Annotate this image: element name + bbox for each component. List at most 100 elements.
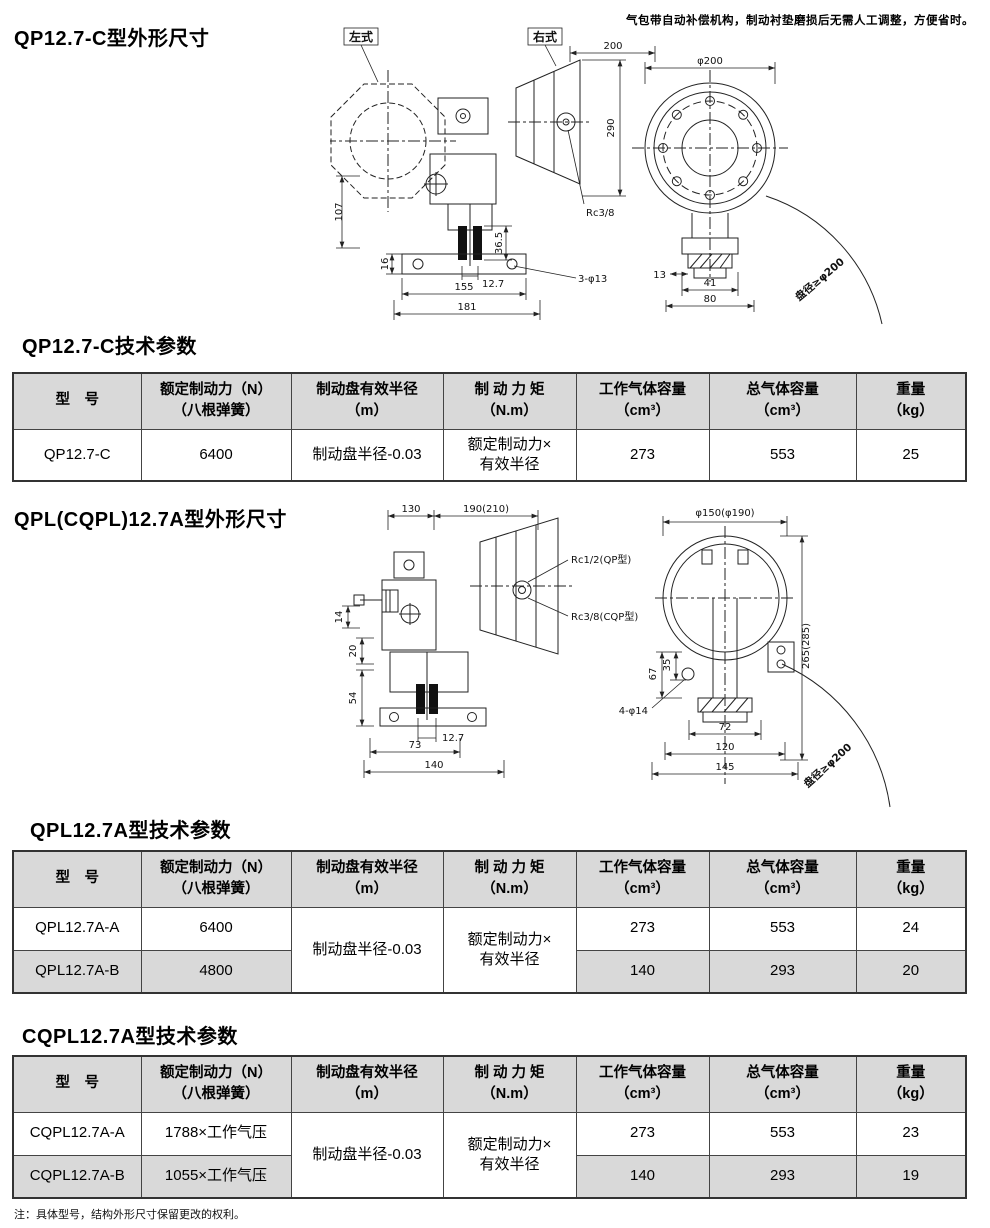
header-model: 型 号 bbox=[12, 372, 142, 430]
drawing-qpl127a: 130 190(210) Rc1/2(QP型) Rc3/8(CQP型) 14 2… bbox=[330, 502, 990, 814]
qpl127a-front-view-geometry bbox=[655, 526, 891, 808]
dim-130-label: 130 bbox=[401, 504, 420, 515]
header-torque: 制 动 力 矩（N.m） bbox=[442, 1055, 577, 1113]
header-model: 型 号 bbox=[12, 850, 142, 908]
header-weight: 重量（kg） bbox=[855, 1055, 967, 1113]
dim-140-label: 140 bbox=[424, 760, 443, 771]
cell-model: QPL12.7A-B bbox=[12, 949, 142, 994]
qp127c-dimension-lines bbox=[336, 27, 776, 320]
dim-145-label: 145 bbox=[715, 762, 734, 773]
cell-force: 1055×工作气压 bbox=[140, 1154, 292, 1199]
port-rc38-label: Rc3/8 bbox=[586, 208, 615, 219]
table2-header-row: 型 号 额定制动力（N）（八根弹簧） 制动盘有效半径（m） 制 动 力 矩（N.… bbox=[12, 850, 967, 908]
dim-dia200-label: φ200 bbox=[697, 56, 723, 67]
dim-72-label: 72 bbox=[719, 722, 732, 733]
footer-note: 注：具体型号，结构外形尺寸保留更改的权利。 bbox=[14, 1209, 245, 1221]
cell-weight: 23 bbox=[855, 1111, 967, 1156]
dim-20-label: 20 bbox=[348, 645, 359, 658]
dim-14-label: 14 bbox=[334, 611, 345, 624]
cell-total-volume: 553 bbox=[708, 1111, 857, 1156]
qpl127a-side-view-geometry bbox=[353, 551, 487, 727]
cell-working-volume: 273 bbox=[575, 428, 710, 482]
dim-dia150-label: φ150(φ190) bbox=[695, 508, 754, 519]
disc-diameter-note: 盘径≥φ200 bbox=[801, 741, 854, 791]
right-form-label: 右式 bbox=[532, 29, 557, 44]
dim-16-label: 16 bbox=[380, 258, 391, 271]
port-rc38-cqp-label: Rc3/8(CQP型) bbox=[571, 610, 638, 623]
header-braking-force: 额定制动力（N）（八根弹簧） bbox=[140, 372, 292, 430]
left-form-label: 左式 bbox=[348, 29, 373, 44]
header-working-volume: 工作气体容量（cm³） bbox=[575, 1055, 710, 1113]
qpl127a-drawing-svg: 130 190(210) Rc1/2(QP型) Rc3/8(CQP型) 14 2… bbox=[334, 504, 891, 808]
header-disc-radius: 制动盘有效半径（m） bbox=[290, 372, 444, 430]
qpl127a-cone-geometry bbox=[470, 517, 575, 655]
dim-67-label: 67 bbox=[648, 668, 659, 681]
header-torque: 制 动 力 矩（N.m） bbox=[442, 850, 577, 908]
cell-model: CQPL12.7A-A bbox=[12, 1111, 142, 1156]
section-title-cqpl127a-specs: CQPL12.7A型技术参数 bbox=[22, 1026, 238, 1048]
dim-54-label: 54 bbox=[348, 692, 359, 705]
cell-working-volume: 140 bbox=[575, 1154, 710, 1199]
section-title-qp127c-dimensions: QP12.7-C型外形尺寸 bbox=[14, 28, 210, 50]
cell-radius: 制动盘半径-0.03 bbox=[290, 428, 444, 482]
dim-290-label: 290 bbox=[606, 118, 617, 137]
dim-73-label: 73 bbox=[409, 740, 422, 751]
header-weight: 重量（kg） bbox=[855, 850, 967, 908]
cell-torque: 额定制动力×有效半径 bbox=[442, 1111, 577, 1199]
table2-row-b: QPL12.7A-B 4800 140 293 20 bbox=[12, 949, 967, 994]
qp127c-right-form-cone bbox=[508, 59, 592, 185]
cell-working-volume: 140 bbox=[575, 949, 710, 994]
qp127c-drawing-svg: 左式 右式 200 φ200 290 Rc3/8 107 36.5 16 12.… bbox=[330, 27, 883, 325]
header-working-volume: 工作气体容量（cm³） bbox=[575, 850, 710, 908]
table2-row-a: QPL12.7A-A 6400 制动盘半径-0.03 额定制动力×有效半径 27… bbox=[12, 906, 967, 994]
dim-155-label: 155 bbox=[454, 282, 473, 293]
cell-weight: 20 bbox=[855, 949, 967, 994]
header-weight: 重量（kg） bbox=[855, 372, 967, 430]
header-total-volume: 总气体容量（cm³） bbox=[708, 850, 857, 908]
header-disc-radius: 制动盘有效半径（m） bbox=[290, 1055, 444, 1113]
dim-200-label: 200 bbox=[603, 41, 622, 52]
table3-row-b: CQPL12.7A-B 1055×工作气压 140 293 19 bbox=[12, 1154, 967, 1199]
table-qpl127a-specs: 型 号 额定制动力（N）（八根弹簧） 制动盘有效半径（m） 制 动 力 矩（N.… bbox=[12, 850, 967, 994]
cell-working-volume: 273 bbox=[575, 1111, 710, 1156]
cell-force: 6400 bbox=[140, 428, 292, 482]
dim-265-285-label: 265(285) bbox=[801, 623, 812, 669]
dim-41-label: 41 bbox=[704, 278, 717, 289]
qp127c-side-view-geometry bbox=[330, 70, 527, 275]
cell-total-volume: 293 bbox=[708, 1154, 857, 1199]
holes-3-13-label: 3-φ13 bbox=[578, 274, 607, 285]
table-cqpl127a-specs: 型 号 额定制动力（N）（八根弹簧） 制动盘有效半径（m） 制 动 力 矩（N.… bbox=[12, 1055, 967, 1199]
holes-4-14-label: 4-φ14 bbox=[619, 706, 648, 717]
cell-total-volume: 293 bbox=[708, 949, 857, 994]
header-braking-force: 额定制动力（N）（八根弹簧） bbox=[140, 850, 292, 908]
table3-row-a: CQPL12.7A-A 1788×工作气压 制动盘半径-0.03 额定制动力×有… bbox=[12, 1111, 967, 1199]
table1-header-row: 型 号 额定制动力（N）（八根弹簧） 制动盘有效半径（m） 制 动 力 矩（N.… bbox=[12, 372, 967, 430]
top-note: 气包带自动补偿机构，制动衬垫磨损后无需人工调整，方便省时。 bbox=[626, 15, 974, 27]
header-total-volume: 总气体容量（cm³） bbox=[708, 372, 857, 430]
header-total-volume: 总气体容量（cm³） bbox=[708, 1055, 857, 1113]
qp127c-front-view-geometry bbox=[632, 70, 883, 325]
dim-12-7-label: 12.7 bbox=[482, 279, 504, 290]
dim-190-210-label: 190(210) bbox=[463, 504, 509, 515]
dim-80-label: 80 bbox=[704, 294, 717, 305]
section-title-qp127c-specs: QP12.7-C技术参数 bbox=[22, 336, 197, 358]
table3-header-row: 型 号 额定制动力（N）（八根弹簧） 制动盘有效半径（m） 制 动 力 矩（N.… bbox=[12, 1055, 967, 1113]
cell-working-volume: 273 bbox=[575, 906, 710, 951]
cell-weight: 19 bbox=[855, 1154, 967, 1199]
cell-model: CQPL12.7A-B bbox=[12, 1154, 142, 1199]
drawing-qp127c: 左式 右式 200 φ200 290 Rc3/8 107 36.5 16 12.… bbox=[330, 26, 980, 331]
cell-force: 6400 bbox=[140, 906, 292, 951]
port-rc12-qp-label: Rc1/2(QP型) bbox=[571, 553, 631, 566]
header-torque: 制 动 力 矩（N.m） bbox=[442, 372, 577, 430]
dim-107-label: 107 bbox=[334, 202, 345, 221]
dim-181-label: 181 bbox=[457, 302, 476, 313]
cell-weight: 24 bbox=[855, 906, 967, 951]
cell-torque: 额定制动力×有效半径 bbox=[442, 428, 577, 482]
cell-model: QPL12.7A-A bbox=[12, 906, 142, 951]
table1-data-row: QP12.7-C 6400 制动盘半径-0.03 额定制动力×有效半径 273 … bbox=[12, 428, 967, 482]
dim-13-label: 13 bbox=[653, 270, 666, 281]
dim-35-label: 35 bbox=[662, 659, 673, 672]
cell-radius: 制动盘半径-0.03 bbox=[290, 906, 444, 994]
header-braking-force: 额定制动力（N）（八根弹簧） bbox=[140, 1055, 292, 1113]
